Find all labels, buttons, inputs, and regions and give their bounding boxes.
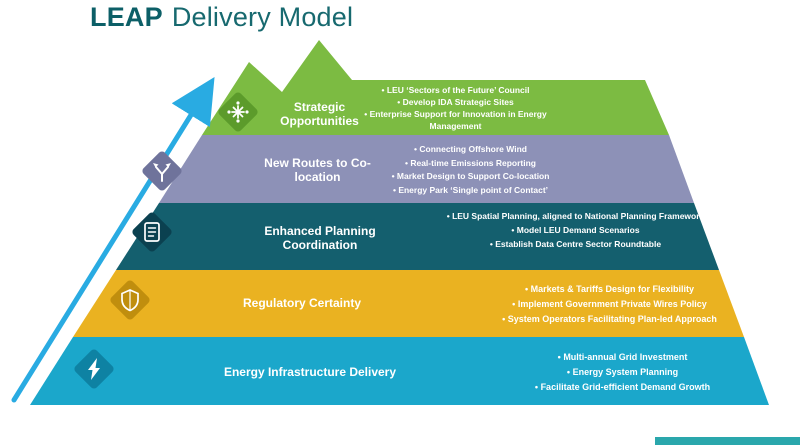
bullet-item: LEU Spatial Planning, aligned to Nationa… bbox=[438, 209, 713, 223]
layer-title-strategic-opportunities: Strategic Opportunities bbox=[280, 100, 359, 128]
bullets-new-routes: Connecting Offshore WindReal-time Emissi… bbox=[368, 143, 573, 197]
bullet-item: Markets & Tariffs Design for Flexibility bbox=[482, 282, 737, 297]
footer-accent-bar bbox=[655, 437, 800, 445]
bullet-item: Implement Government Private Wires Polic… bbox=[482, 297, 737, 312]
bullets-strategic-opportunities: LEU ‘Sectors of the Future’ CouncilDevel… bbox=[348, 84, 563, 132]
bullet-item: Facilitate Grid-efficient Demand Growth bbox=[505, 380, 740, 395]
branch-arrows-icon bbox=[142, 151, 182, 191]
bullet-item: Market Design to Support Co-location bbox=[368, 170, 573, 184]
bullet-item: Enterprise Support for Innovation in Ene… bbox=[348, 108, 563, 132]
bullet-item: Develop IDA Strategic Sites bbox=[348, 96, 563, 108]
title-rest: Delivery Model bbox=[171, 2, 354, 32]
bullets-regulatory-certainty: Markets & Tariffs Design for Flexibility… bbox=[482, 282, 737, 327]
bullet-item: Energy Park ‘Single point of Contact’ bbox=[368, 184, 573, 198]
shield-icon bbox=[110, 280, 150, 320]
bullet-item: Connecting Offshore Wind bbox=[368, 143, 573, 157]
layer-title-enhanced-planning: Enhanced Planning Coordination bbox=[264, 224, 376, 252]
bullet-item: Establish Data Centre Sector Roundtable bbox=[438, 237, 713, 251]
title-brand: LEAP bbox=[90, 2, 163, 32]
page-title: LEAP Delivery Model bbox=[90, 2, 353, 33]
innovation-icon bbox=[218, 92, 258, 132]
bullet-item: Energy System Planning bbox=[505, 365, 740, 380]
bullets-energy-infrastructure: Multi-annual Grid InvestmentEnergy Syste… bbox=[505, 350, 740, 395]
lightning-bolt-icon bbox=[74, 349, 114, 389]
bullet-item: Real-time Emissions Reporting bbox=[368, 157, 573, 171]
layer-title-regulatory-certainty: Regulatory Certainty bbox=[242, 296, 362, 310]
bullets-enhanced-planning: LEU Spatial Planning, aligned to Nationa… bbox=[438, 209, 713, 251]
planning-document-icon bbox=[132, 212, 172, 252]
bullet-item: System Operators Facilitating Plan-led A… bbox=[482, 312, 737, 327]
bullet-item: LEU ‘Sectors of the Future’ Council bbox=[348, 84, 563, 96]
growth-arrow bbox=[11, 77, 215, 403]
bullet-item: Multi-annual Grid Investment bbox=[505, 350, 740, 365]
bullet-item: Model LEU Demand Scenarios bbox=[438, 223, 713, 237]
layer-title-new-routes: New Routes to Co-location bbox=[264, 156, 371, 184]
layer-title-energy-infrastructure: Energy Infrastructure Delivery bbox=[223, 365, 397, 379]
